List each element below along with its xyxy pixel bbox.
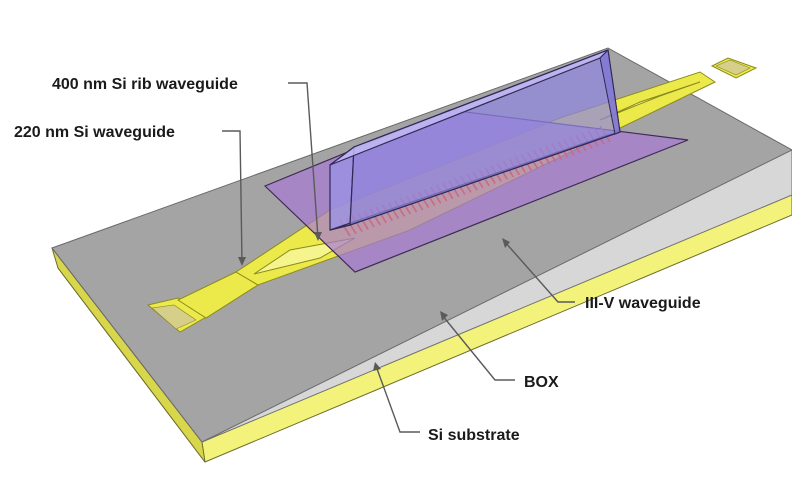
leader-iii-v-waveguide (504, 241, 575, 303)
chip-block (51, 47, 792, 463)
leader-lines (222, 82, 575, 433)
label-iii-v-waveguide: III-V waveguide (585, 295, 701, 312)
label-box: BOX (524, 374, 559, 391)
leader-rib-waveguide (288, 82, 319, 239)
rib-taper-right (599, 81, 701, 121)
label-rib-waveguide: 400 nm Si rib waveguide (52, 76, 238, 93)
leader-box (441, 314, 515, 381)
label-si-substrate: Si substrate (428, 427, 520, 444)
label-si-waveguide: 220 nm Si waveguide (14, 124, 175, 141)
leader-si-substrate (375, 365, 420, 433)
leader-si-waveguide (222, 130, 243, 264)
iii-v-ridge (329, 48, 621, 231)
